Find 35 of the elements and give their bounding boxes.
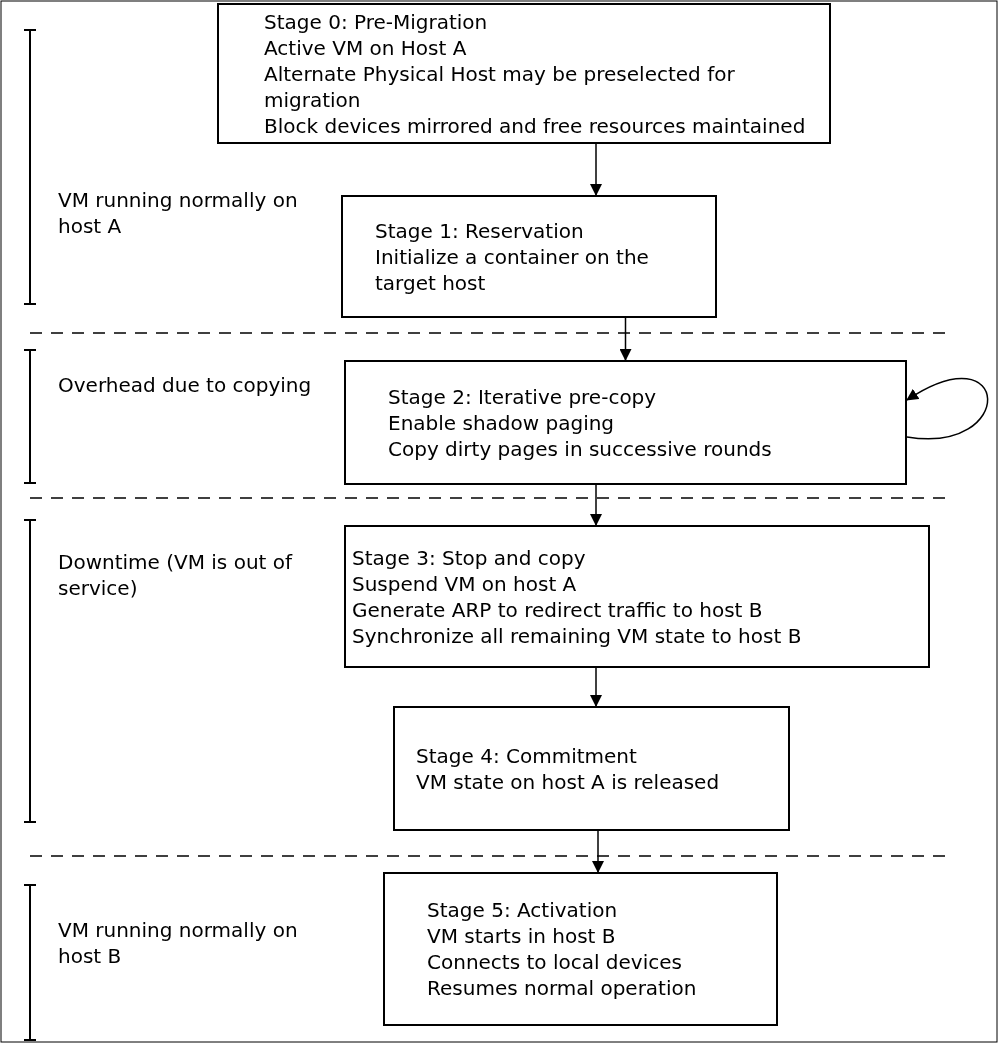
arrow <box>906 378 989 440</box>
stage-description: Alternate Physical Host may be preselected for migration <box>264 60 736 113</box>
phase-label: VM running normally on host B <box>58 917 299 969</box>
stage-description: Active VM on Host A <box>264 34 467 61</box>
stage-description: Initialize a container on the target host <box>375 243 650 296</box>
process-box <box>383 872 778 1026</box>
stage-title: Stage 3: Stop and copy <box>352 544 586 571</box>
stage-description: Block devices mirrored and free resources maintained <box>264 112 806 139</box>
process-box <box>344 360 907 485</box>
stage-description: VM state on host A is released <box>416 768 720 795</box>
stage-title: Stage 0: Pre-Migration <box>264 8 488 35</box>
process-box <box>341 195 717 318</box>
phase-label: VM running normally on host A <box>58 187 299 239</box>
stage-description: Suspend VM on host A <box>352 570 577 597</box>
phase-label: Downtime (VM is out of service) <box>58 549 294 601</box>
stage-description: Generate ARP to redirect traffic to host B <box>352 596 763 623</box>
stage-title: Stage 2: Iterative pre-copy <box>388 383 657 410</box>
arrow <box>590 143 602 196</box>
process-box <box>393 706 790 831</box>
stage-description: Synchronize all remaining VM state to host B <box>352 622 802 649</box>
arrow <box>590 667 602 707</box>
arrow <box>619 317 632 361</box>
arrow <box>592 830 604 873</box>
stage-description: Enable shadow paging <box>388 409 615 436</box>
phase-label: Overhead due to copying <box>58 372 313 398</box>
process-box <box>344 525 930 668</box>
stage-description: Copy dirty pages in successive rounds <box>388 435 772 462</box>
arrow <box>590 484 602 526</box>
stage-title: Stage 4: Commitment <box>416 742 637 769</box>
stage-description: Connects to local devices <box>427 949 682 975</box>
process-box <box>217 3 831 144</box>
stage-description: VM starts in host B <box>427 923 616 949</box>
stage-description: Resumes normal operation <box>427 975 697 1001</box>
stage-title: Stage 5: Activation <box>427 897 618 923</box>
stage-title: Stage 1: Reservation <box>375 217 584 244</box>
